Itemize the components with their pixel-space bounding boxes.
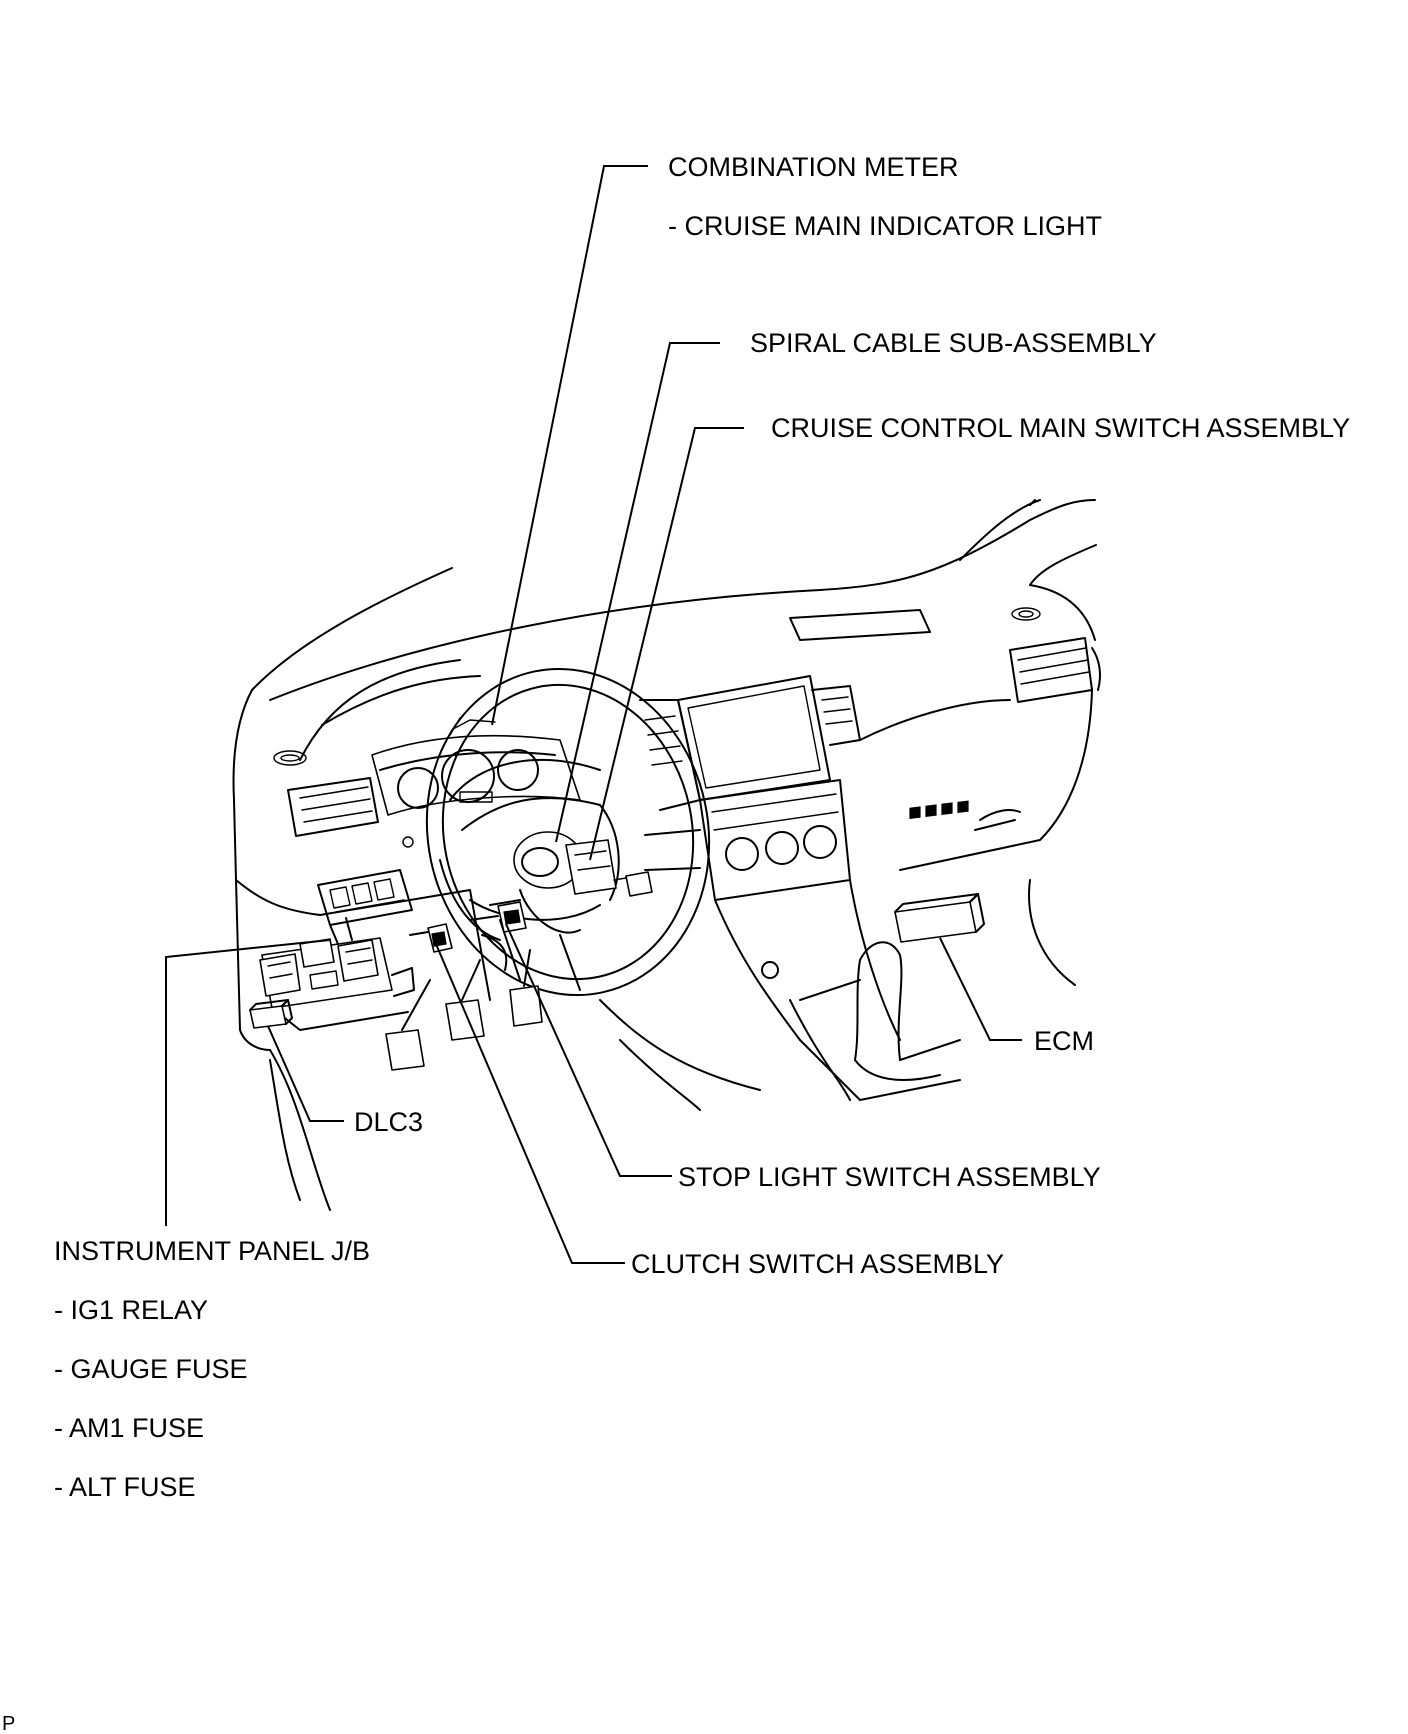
label-alt-fuse: - ALT FUSE [54, 1472, 196, 1502]
corner-mark: P [2, 1713, 15, 1734]
leader-instrument-panel-jb [165, 939, 331, 1226]
label-clutch-switch: CLUTCH SWITCH ASSEMBLY [631, 1249, 1004, 1279]
dashboard-illustration [232, 499, 1101, 1211]
leader-ecm [939, 937, 1022, 1041]
label-instrument-panel-jb: INSTRUMENT PANEL J/B [54, 1236, 370, 1266]
leader-clutch-switch [435, 943, 625, 1264]
label-cruise-control-switch: CRUISE CONTROL MAIN SWITCH ASSEMBLY [771, 413, 1350, 443]
callout-labels: COMBINATION METER - CRUISE MAIN INDICATO… [2, 152, 1350, 1734]
label-dlc3: DLC3 [354, 1107, 423, 1137]
leader-lines [165, 165, 1022, 1264]
leader-stop-light-switch [505, 923, 672, 1177]
leader-combination-meter [491, 165, 648, 726]
label-ig1-relay: - IG1 RELAY [54, 1295, 208, 1325]
label-ecm: ECM [1034, 1026, 1094, 1056]
label-spiral-cable: SPIRAL CABLE SUB-ASSEMBLY [750, 328, 1157, 358]
label-am1-fuse: - AM1 FUSE [54, 1413, 204, 1443]
label-cruise-main-indicator: - CRUISE MAIN INDICATOR LIGHT [668, 211, 1102, 241]
label-combination-meter: COMBINATION METER [668, 152, 959, 182]
label-gauge-fuse: - GAUGE FUSE [54, 1354, 248, 1384]
label-stop-light-switch: STOP LIGHT SWITCH ASSEMBLY [678, 1162, 1101, 1192]
leader-spiral-cable [555, 342, 720, 843]
leader-cruise-control-switch [589, 427, 744, 861]
leader-dlc3 [267, 1025, 344, 1122]
